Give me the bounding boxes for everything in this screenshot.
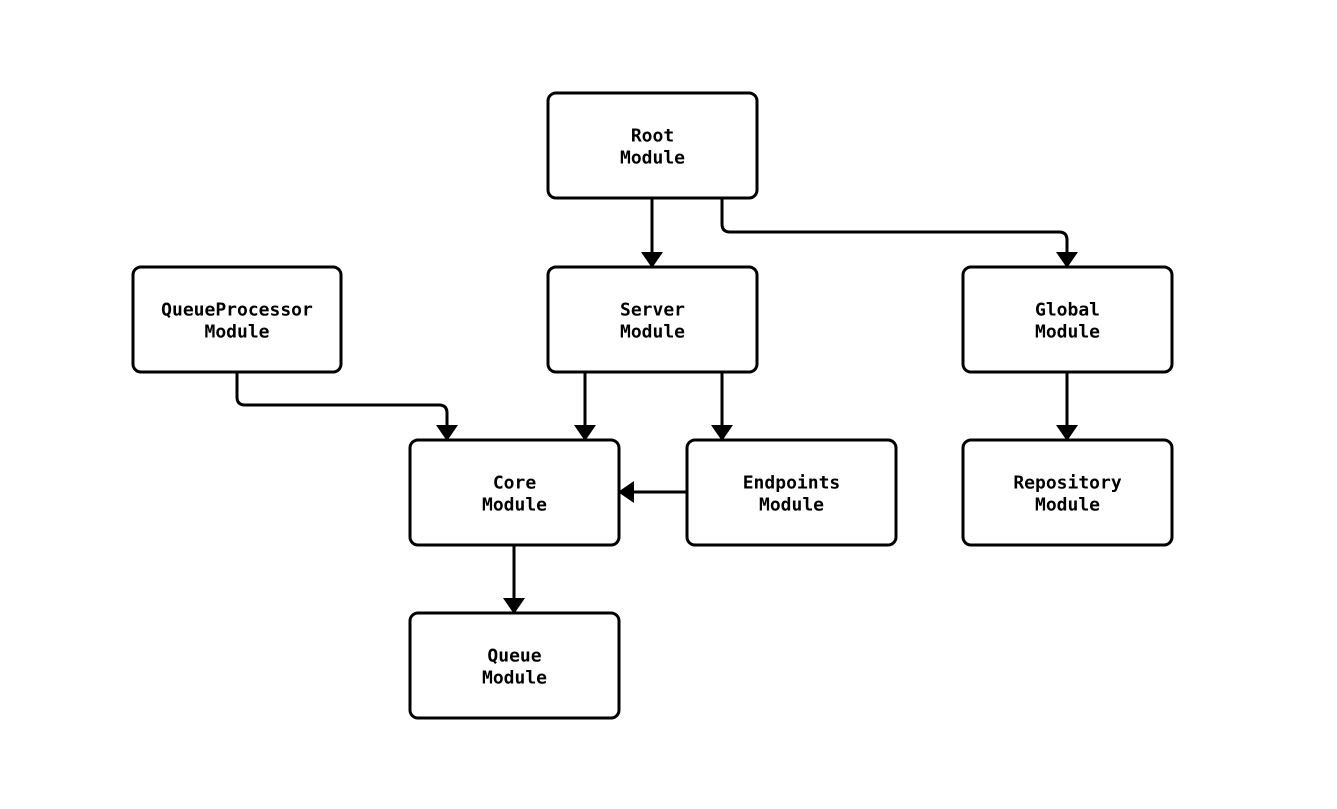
node-box [685, 438, 898, 547]
node-label-line: Module [620, 148, 685, 169]
edge-queueprocessor-to-core [235, 372, 458, 441]
node-box [961, 438, 1174, 547]
node-label-line: Module [482, 668, 547, 689]
node-label-line: Module [1035, 495, 1100, 516]
node-label-line: Endpoints [743, 473, 841, 494]
edge-root-to-global [720, 198, 1078, 268]
node-box [408, 611, 621, 720]
node-label-line: Root [631, 126, 674, 147]
node-label-line: Core [493, 473, 537, 494]
node-label-line: Module [204, 322, 269, 343]
node-label-line: Module [1035, 322, 1100, 343]
node-label-line: Module [759, 495, 824, 516]
node-box [546, 91, 759, 200]
node-box [408, 438, 621, 547]
node-label-line: Queue [487, 646, 541, 667]
node-label-line: Module [620, 322, 685, 343]
node-label-line: Global [1035, 300, 1100, 321]
node-box [546, 265, 759, 374]
node-label-line: Repository [1013, 473, 1122, 494]
node-label-line: QueueProcessor [161, 300, 313, 321]
node-label-line: Module [482, 495, 547, 516]
node-box [131, 265, 343, 374]
node-box [961, 265, 1174, 374]
node-label-line: Server [620, 300, 685, 321]
